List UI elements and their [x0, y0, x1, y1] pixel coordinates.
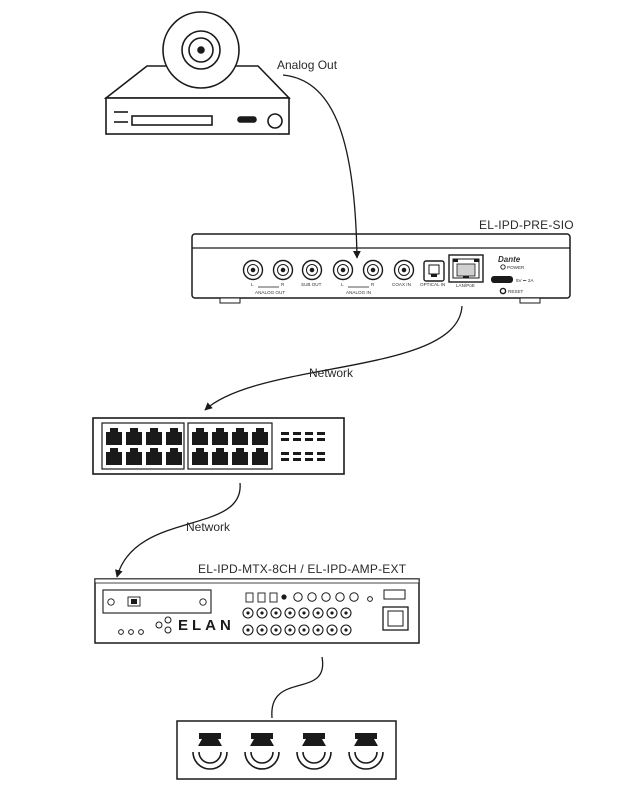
- switch-port: [212, 448, 228, 465]
- analog-in-label: ANALOG IN: [346, 290, 371, 295]
- switch-led: [305, 452, 313, 455]
- network-connection-label-1: Network: [309, 366, 354, 380]
- switch-port: [166, 428, 182, 445]
- usb-rating-label: 5V ⎓ 2A: [516, 278, 534, 283]
- pre-sio-model-label: EL-IPD-PRE-SIO: [479, 218, 574, 232]
- dante-logo-label: Dante: [498, 255, 521, 264]
- switch-led: [281, 438, 289, 441]
- switch-port: [126, 428, 142, 445]
- switch-led: [293, 438, 301, 441]
- amp-digital-jack: [293, 592, 303, 602]
- amp-rca-jacks: [242, 592, 359, 636]
- matrix-amp-device: [94, 578, 420, 644]
- switch-led: [317, 458, 325, 461]
- analog-out-label: ANALOG OUT: [255, 290, 285, 295]
- analog-in-l-label: L: [341, 282, 344, 287]
- coax-in-label: COAX IN: [392, 282, 411, 287]
- switch-port: [192, 448, 208, 465]
- pre-sio-device: L R ANALOG OUT SUB OUT L R ANALOG IN COA…: [191, 233, 571, 304]
- amp-digital-jack: [307, 592, 317, 602]
- switch-led: [281, 452, 289, 455]
- switch-led: [317, 452, 325, 455]
- speaker-panel: [176, 720, 397, 780]
- speaker-icon: [348, 733, 384, 770]
- reset-button[interactable]: [499, 287, 507, 295]
- switch-port: [146, 428, 162, 445]
- amp-digital-jack: [349, 592, 359, 602]
- switch-port: [166, 448, 182, 465]
- sub-out-label: SUB OUT: [301, 282, 322, 287]
- switch-led: [281, 458, 289, 461]
- analog-out-r-label: R: [281, 282, 285, 287]
- switch-port: [106, 428, 122, 445]
- speaker-icon: [244, 733, 280, 770]
- power-led: [500, 264, 506, 270]
- speaker-icon: [296, 733, 332, 770]
- switch-led: [305, 432, 313, 435]
- amp-digital-jack: [321, 592, 331, 602]
- network-switch-icon: [92, 417, 345, 475]
- switch-status-leds: [281, 432, 325, 461]
- cd-player-icon: [103, 11, 291, 135]
- switch-led: [317, 438, 325, 441]
- switch-port: [232, 428, 248, 445]
- switch-port: [232, 448, 248, 465]
- matrix-model-label: EL-IPD-MTX-8CH / EL-IPD-AMP-EXT: [198, 562, 407, 576]
- switch-led: [305, 438, 313, 441]
- speaker-connection: [271, 656, 324, 719]
- analog-in-r-label: R: [371, 282, 375, 287]
- reset-label: RESET: [508, 289, 524, 294]
- analog-out-connection: [282, 74, 361, 259]
- switch-led: [305, 458, 313, 461]
- switch-led: [293, 452, 301, 455]
- switch-led: [293, 458, 301, 461]
- switch-port: [106, 448, 122, 465]
- elan-logo: ELAN: [178, 617, 235, 634]
- lan-poe-port: [448, 254, 484, 283]
- power-label: POWER: [507, 265, 525, 270]
- switch-led: [281, 432, 289, 435]
- switch-ports: [106, 428, 268, 465]
- switch-led: [317, 432, 325, 435]
- lan-poe-label: LAN/PoE: [456, 283, 475, 288]
- amp-digital-jack: [335, 592, 345, 602]
- optical-in-port: [423, 260, 445, 282]
- switch-port: [252, 448, 268, 465]
- network-connection-1: [204, 305, 463, 411]
- analog-out-l-label: L: [251, 282, 254, 287]
- switch-port: [212, 428, 228, 445]
- switch-port: [192, 428, 208, 445]
- switch-port: [126, 448, 142, 465]
- optical-in-label: OPTICAL IN: [420, 282, 445, 287]
- usb-power-port: [491, 276, 513, 283]
- network-connection-label-2: Network: [186, 520, 231, 534]
- network-connection-2: [115, 482, 241, 578]
- speaker-icon: [192, 733, 228, 770]
- switch-led: [293, 432, 301, 435]
- switch-port: [146, 448, 162, 465]
- analog-out-connection-label: Analog Out: [277, 58, 338, 72]
- switch-port: [252, 428, 268, 445]
